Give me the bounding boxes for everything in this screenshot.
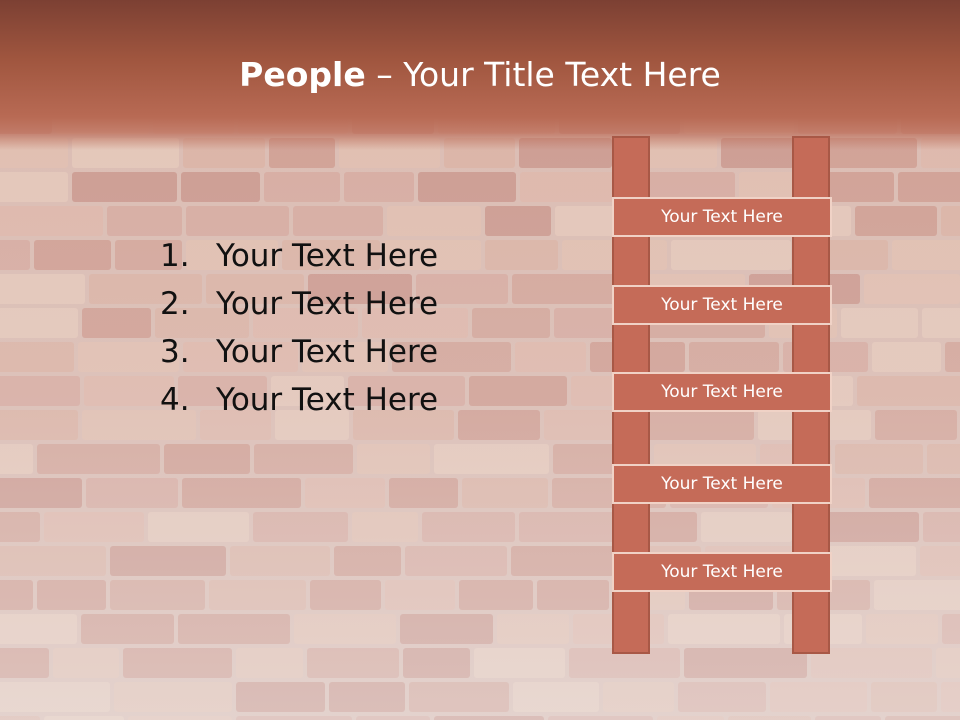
list-text: Your Text Here [216, 334, 439, 370]
list-item: 2. Your Text Here [160, 280, 438, 328]
list-item: 1. Your Text Here [160, 232, 438, 280]
slide-title[interactable]: People – Your Title Text Here [0, 52, 960, 98]
list-number: 4. [160, 382, 190, 418]
title-rest: – Your Title Text Here [365, 55, 721, 94]
ladder-rung[interactable]: Your Text Here [612, 372, 832, 412]
list-number: 2. [160, 286, 190, 322]
list-number: 1. [160, 238, 190, 274]
title-band [0, 0, 960, 150]
list-number: 3. [160, 334, 190, 370]
numbered-list[interactable]: 1. Your Text Here 2. Your Text Here 3. Your… [160, 232, 438, 424]
list-text: Your Text Here [216, 382, 439, 418]
list-item: 4. Your Text Here [160, 376, 438, 424]
list-text: Your Text Here [216, 286, 439, 322]
ladder-rung[interactable]: Your Text Here [612, 197, 832, 237]
title-bold: People [239, 55, 366, 94]
list-text: Your Text Here [216, 238, 439, 274]
ladder-rung[interactable]: Your Text Here [612, 552, 832, 592]
ladder-rung[interactable]: Your Text Here [612, 285, 832, 325]
list-item: 3. Your Text Here [160, 328, 438, 376]
ladder-rung[interactable]: Your Text Here [612, 464, 832, 504]
